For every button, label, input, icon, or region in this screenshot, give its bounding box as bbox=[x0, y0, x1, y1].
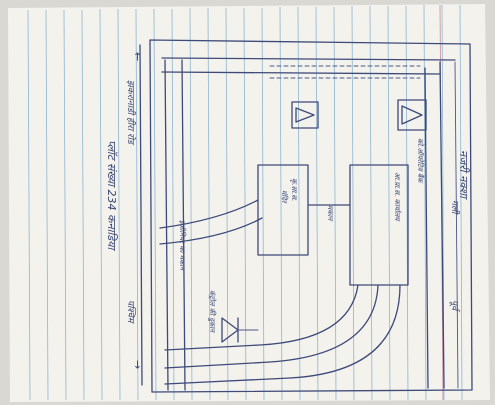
road-top-line-2 bbox=[161, 71, 441, 75]
notebook-page bbox=[8, 4, 490, 402]
house-label: इंजीनियर का मकान bbox=[178, 220, 187, 272]
ruled-lines bbox=[27, 4, 463, 401]
road-top-line bbox=[161, 57, 456, 61]
left-arrow-label: ← bbox=[131, 52, 144, 61]
map-border bbox=[149, 39, 473, 393]
temple-label: मंदिर bbox=[280, 190, 289, 205]
temple-middle bbox=[291, 101, 319, 129]
footer-plot-label: प्लॉट संख्या 234 कनाडिया bbox=[105, 140, 118, 252]
temple-top bbox=[397, 99, 427, 131]
west-label: पश्चिम bbox=[125, 300, 137, 324]
diagonal-road-1 bbox=[159, 199, 259, 229]
shop-label: कंट्रोल की दुकान bbox=[207, 290, 217, 334]
office-building bbox=[349, 164, 409, 286]
society-label: कृ.सा.स. bbox=[290, 178, 298, 201]
main-road-left bbox=[164, 59, 169, 391]
road-right-2 bbox=[439, 61, 445, 389]
path-label: मकान bbox=[326, 205, 334, 222]
diagonal-road-2 bbox=[159, 217, 263, 245]
main-road-left-2 bbox=[181, 59, 186, 391]
bottom-road-2 bbox=[164, 284, 379, 369]
building-label: को.ऑपरेटिव बैंक bbox=[416, 138, 425, 184]
bottom-road-3 bbox=[164, 284, 401, 385]
road-right-3 bbox=[454, 61, 459, 389]
title-label: नजरी नक्शा bbox=[457, 150, 470, 200]
east-label: पूर्व bbox=[449, 300, 461, 313]
footer-road-label: झकरानाडी हीरा रोड bbox=[125, 80, 137, 146]
shop-symbol bbox=[221, 317, 259, 343]
society-building bbox=[257, 164, 309, 256]
bottom-road-1 bbox=[164, 284, 359, 351]
road-top-label: गली bbox=[449, 200, 461, 215]
footer-line bbox=[139, 44, 143, 386]
right-arrow-label: → bbox=[131, 360, 144, 369]
office-label: आ.प्रा.स. कार्यालय bbox=[393, 172, 402, 222]
